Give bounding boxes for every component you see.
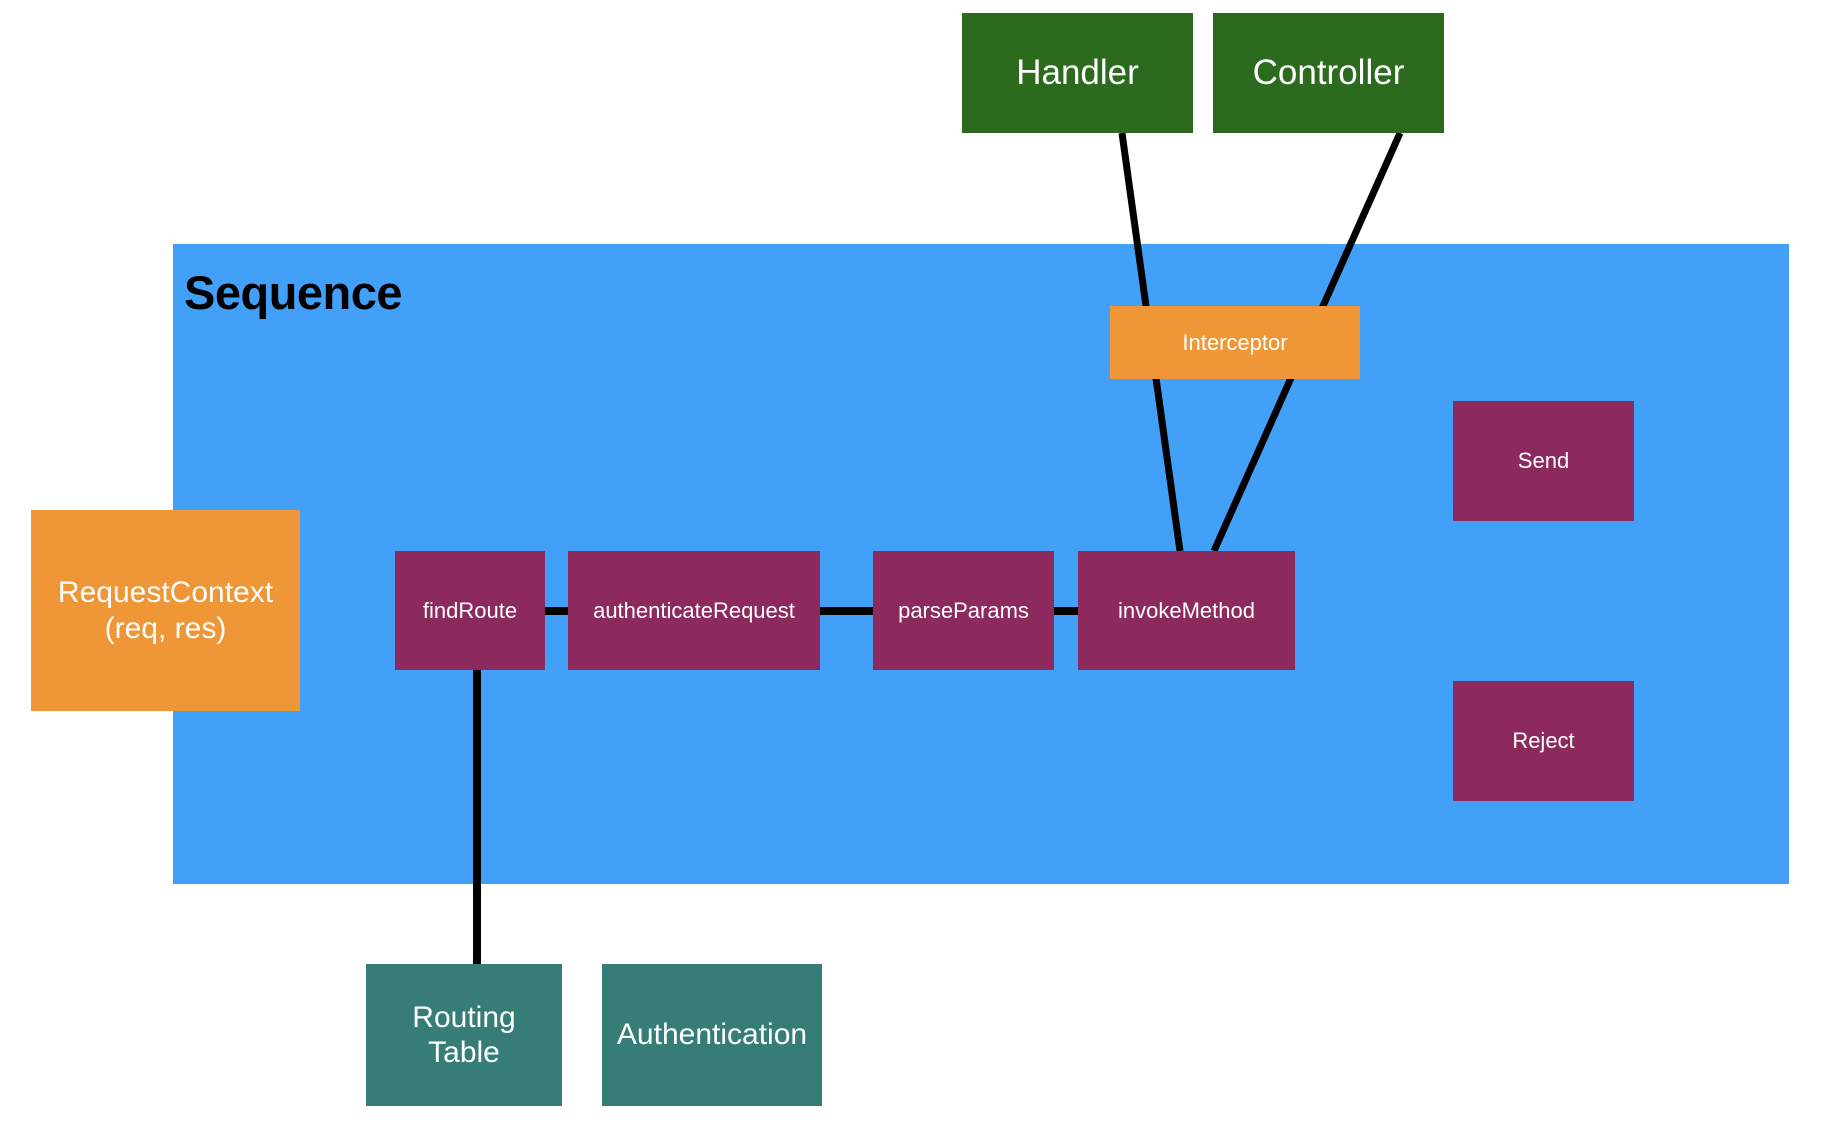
node-find-route[interactable]: findRoute [395, 551, 545, 670]
node-request-context[interactable]: RequestContext (req, res) [31, 510, 300, 711]
node-handler[interactable]: Handler [962, 13, 1193, 133]
sequence-title: Sequence [184, 266, 403, 319]
node-routing-table[interactable]: Routing Table [366, 964, 562, 1106]
node-controller[interactable]: Controller [1213, 13, 1444, 133]
node-invoke-method[interactable]: invokeMethod [1078, 551, 1295, 670]
node-send[interactable]: Send [1453, 401, 1634, 521]
node-parse-params[interactable]: parseParams [873, 551, 1054, 670]
node-reject[interactable]: Reject [1453, 681, 1634, 801]
node-authentication[interactable]: Authentication [602, 964, 822, 1106]
node-interceptor[interactable]: Interceptor [1110, 306, 1360, 379]
node-authenticate-request[interactable]: authenticateRequest [568, 551, 820, 670]
